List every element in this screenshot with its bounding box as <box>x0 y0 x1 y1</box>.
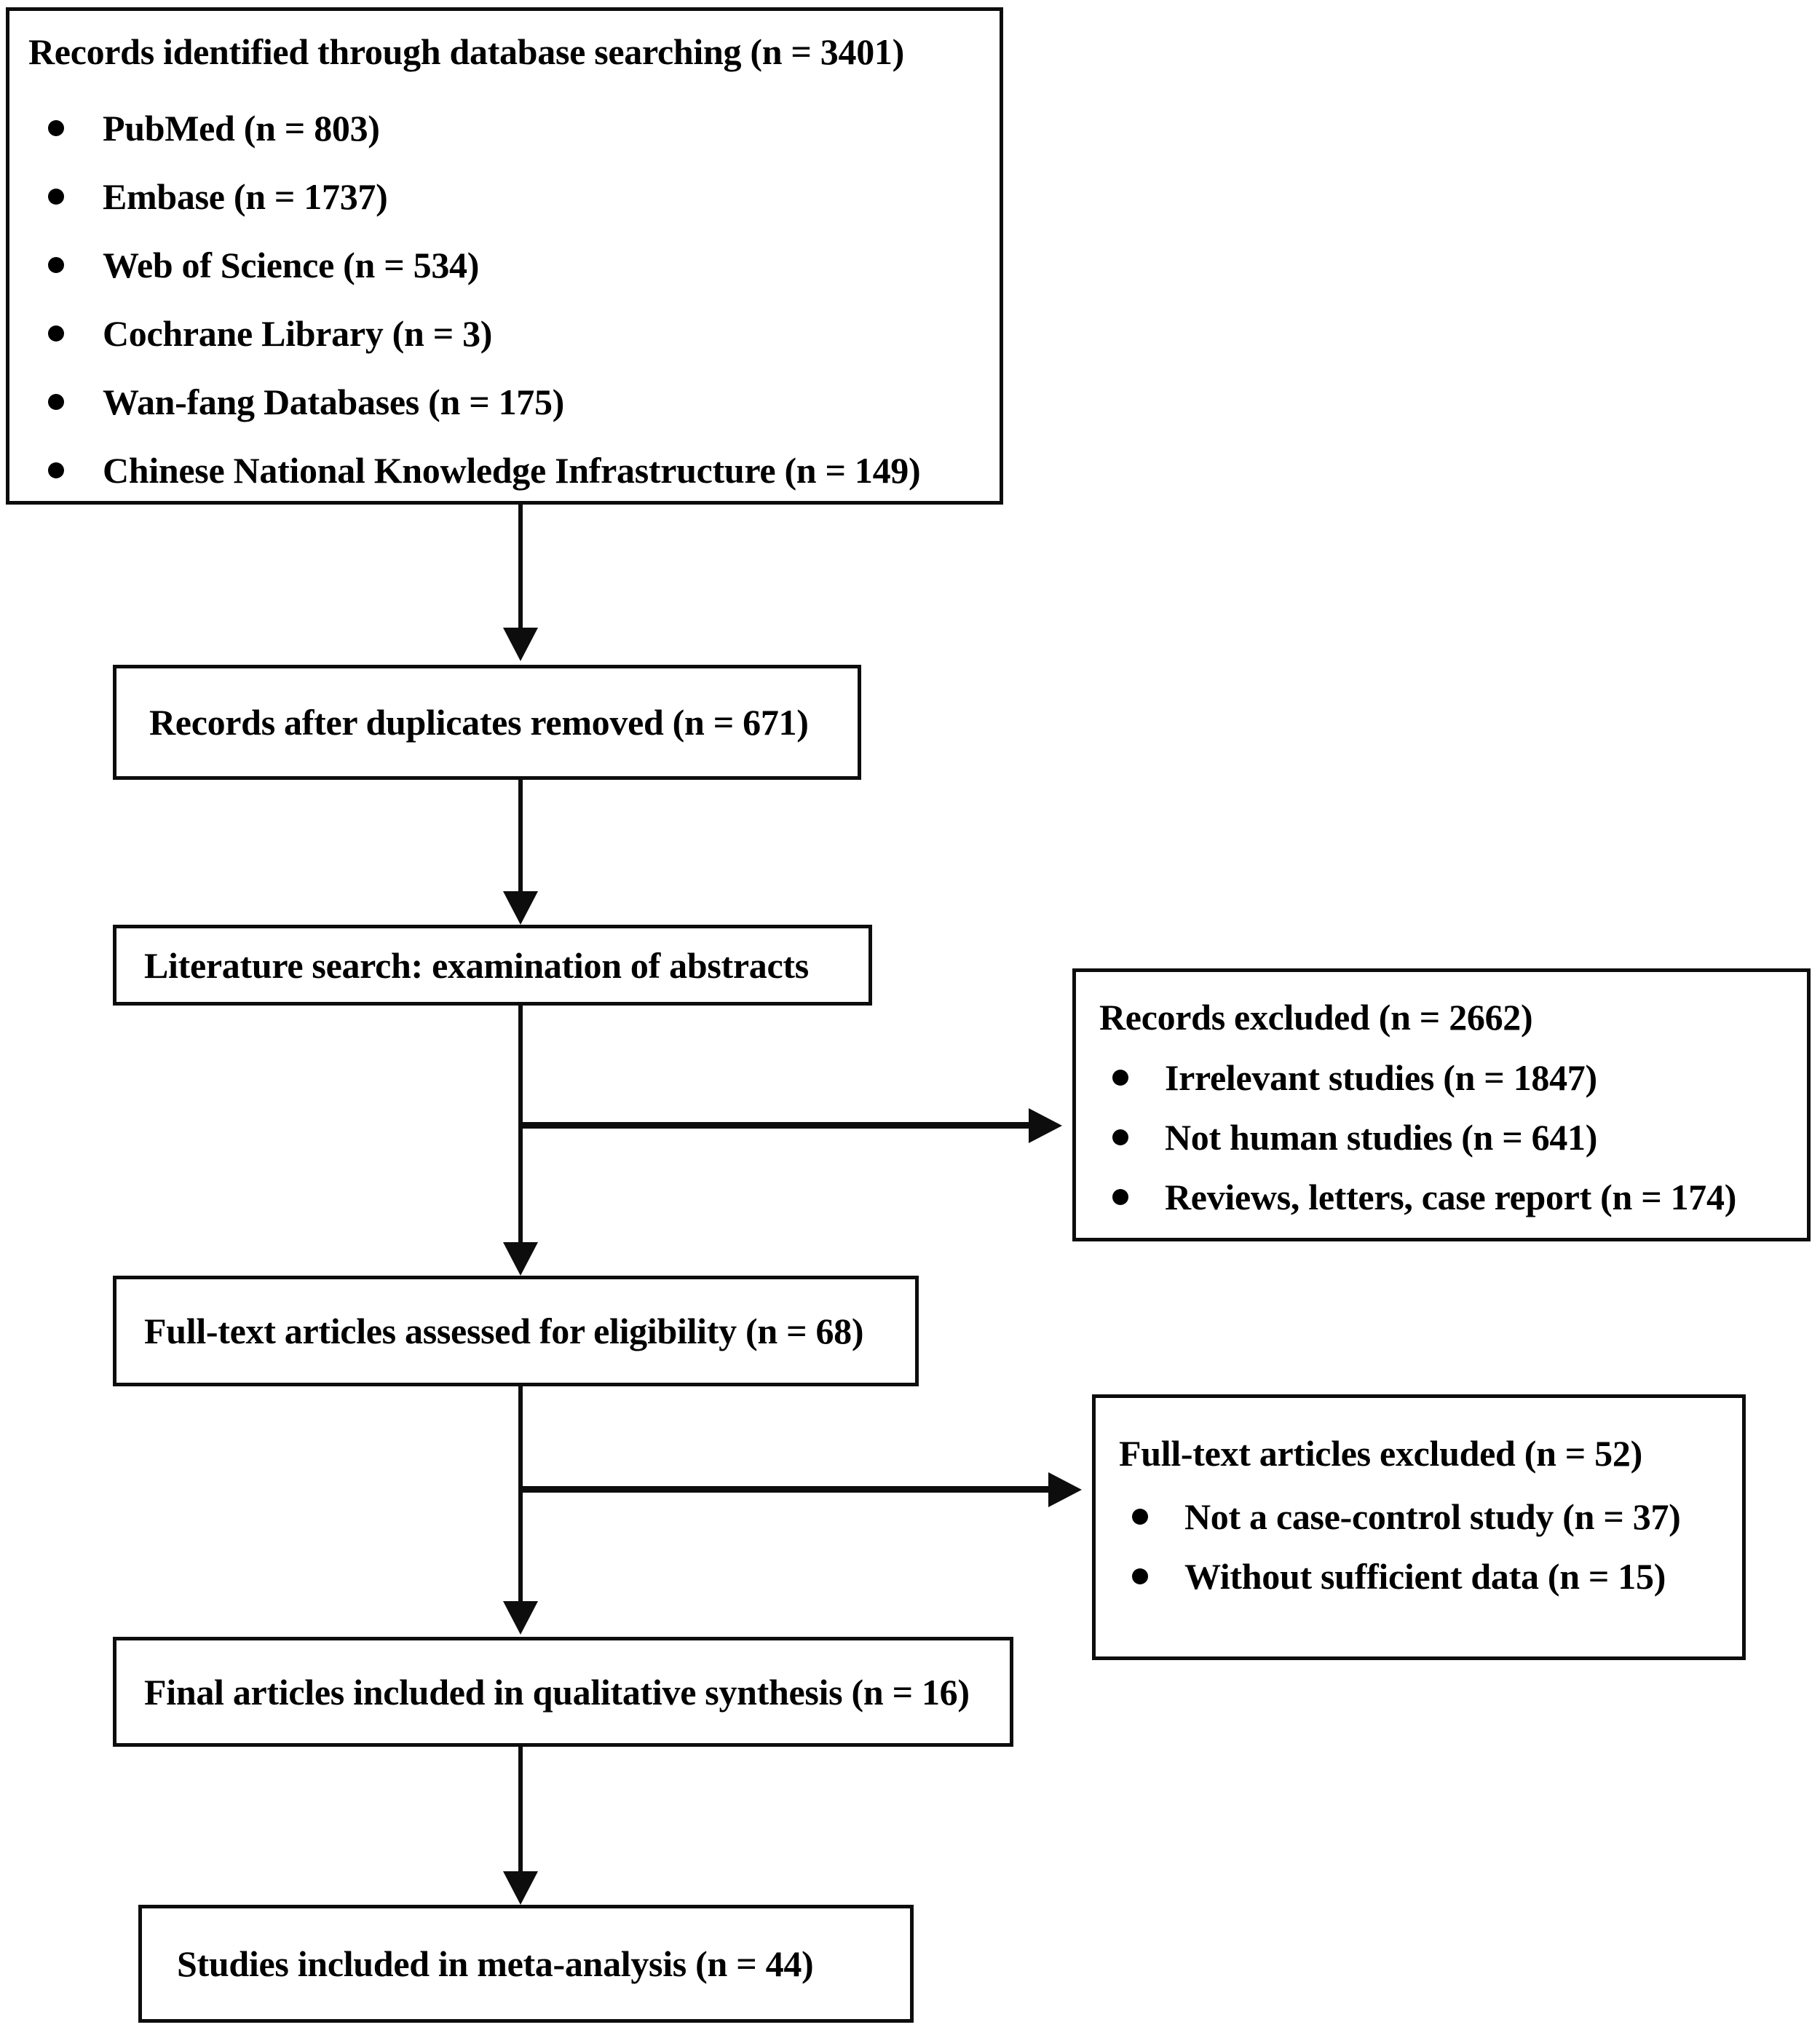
list-item: Not a case-control study (n = 37) <box>1096 1487 1742 1547</box>
connector-fulltext-to-fulltext-excluded <box>521 1486 1050 1493</box>
connector-identification-to-duplicates <box>518 505 523 631</box>
records-excluded-box: Records excluded (n = 2662) Irrelevant s… <box>1072 968 1811 1241</box>
bullet-dot-icon <box>48 120 64 136</box>
reason-label: Not human studies (n = 641) <box>1165 1117 1598 1158</box>
fulltext-excluded-reason-list: Not a case-control study (n = 37) Withou… <box>1096 1487 1742 1606</box>
list-item: Embase (n = 1737) <box>9 162 1000 231</box>
reason-label: Reviews, letters, case report (n = 174) <box>1165 1177 1737 1217</box>
identification-heading: Records identified through database sear… <box>28 31 904 72</box>
duplicates-removed-label: Records after duplicates removed (n = 67… <box>149 702 809 743</box>
fulltext-assessed-box: Full-text articles assessed for eligibil… <box>113 1276 919 1386</box>
meta-analysis-box: Studies included in meta-analysis (n = 4… <box>138 1905 914 2023</box>
source-label: Web of Science (n = 534) <box>103 245 480 285</box>
bullet-dot-icon <box>48 394 64 410</box>
list-item: Chinese National Knowledge Infrastructur… <box>9 436 1000 505</box>
list-item: PubMed (n = 803) <box>9 94 1000 162</box>
arrowhead-down-icon <box>503 1242 538 1276</box>
connector-qualitative-to-metaanalysis <box>518 1747 523 1874</box>
duplicates-removed-box: Records after duplicates removed (n = 67… <box>113 665 861 780</box>
arrowhead-right-icon <box>1048 1472 1082 1507</box>
qualitative-synthesis-label: Final articles included in qualitative s… <box>144 1671 970 1713</box>
list-item: Wan-fang Databases (n = 175) <box>9 368 1000 436</box>
source-label: PubMed (n = 803) <box>103 108 380 149</box>
records-excluded-reason-list: Irrelevant studies (n = 1847) Not human … <box>1076 1048 1807 1227</box>
list-item: Not human studies (n = 641) <box>1076 1107 1807 1167</box>
connector-duplicates-to-literature <box>518 780 523 896</box>
source-label: Wan-fang Databases (n = 175) <box>103 382 565 422</box>
list-item: Without sufficient data (n = 15) <box>1096 1547 1742 1606</box>
source-label: Chinese National Knowledge Infrastructur… <box>103 450 921 491</box>
literature-search-label: Literature search: examination of abstra… <box>144 944 809 986</box>
literature-search-box: Literature search: examination of abstra… <box>113 925 872 1006</box>
arrowhead-down-icon <box>503 1871 538 1905</box>
arrowhead-right-icon <box>1029 1108 1062 1143</box>
reason-label: Not a case-control study (n = 37) <box>1184 1496 1681 1537</box>
bullet-dot-icon <box>48 257 64 273</box>
bullet-dot-icon <box>1112 1129 1128 1145</box>
identification-box: Records identified through database sear… <box>6 7 1003 505</box>
arrowhead-down-icon <box>503 1601 538 1635</box>
list-item: Reviews, letters, case report (n = 174) <box>1076 1167 1807 1227</box>
connector-fulltext-to-qualitative <box>518 1386 523 1603</box>
identification-source-list: PubMed (n = 803) Embase (n = 1737) Web o… <box>9 94 1000 505</box>
bullet-dot-icon <box>48 189 64 205</box>
source-label: Embase (n = 1737) <box>103 176 388 217</box>
list-item: Cochrane Library (n = 3) <box>9 299 1000 368</box>
records-excluded-heading: Records excluded (n = 2662) <box>1099 997 1533 1038</box>
bullet-dot-icon <box>48 462 64 478</box>
source-label: Cochrane Library (n = 3) <box>103 313 493 354</box>
meta-analysis-label: Studies included in meta-analysis (n = 4… <box>177 1943 814 1984</box>
list-item: Irrelevant studies (n = 1847) <box>1076 1048 1807 1107</box>
connector-literature-to-records-excluded <box>521 1122 1030 1129</box>
qualitative-synthesis-box: Final articles included in qualitative s… <box>113 1637 1013 1747</box>
list-item: Web of Science (n = 534) <box>9 231 1000 299</box>
fulltext-assessed-label: Full-text articles assessed for eligibil… <box>144 1311 864 1351</box>
arrowhead-down-icon <box>503 628 538 661</box>
fulltext-excluded-heading: Full-text articles excluded (n = 52) <box>1119 1433 1642 1474</box>
arrowhead-down-icon <box>503 891 538 925</box>
bullet-dot-icon <box>48 325 64 341</box>
bullet-dot-icon <box>1132 1568 1148 1584</box>
bullet-dot-icon <box>1112 1189 1128 1205</box>
bullet-dot-icon <box>1132 1509 1148 1525</box>
bullet-dot-icon <box>1112 1070 1128 1086</box>
fulltext-excluded-box: Full-text articles excluded (n = 52) Not… <box>1092 1394 1746 1660</box>
reason-label: Irrelevant studies (n = 1847) <box>1165 1057 1597 1098</box>
reason-label: Without sufficient data (n = 15) <box>1184 1556 1666 1597</box>
